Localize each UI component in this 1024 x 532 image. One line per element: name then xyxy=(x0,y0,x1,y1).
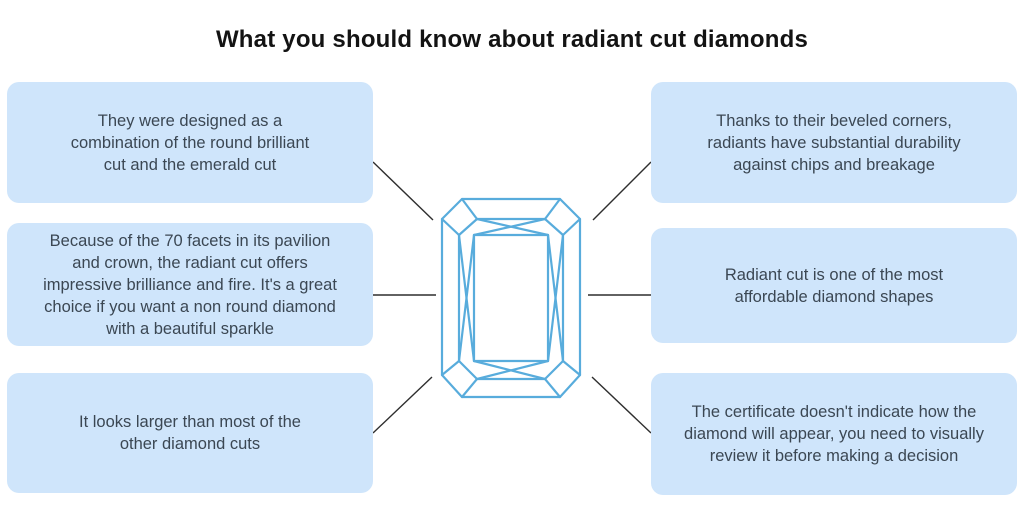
diamond-table xyxy=(472,233,550,363)
connector-line-bottom-left xyxy=(372,376,433,434)
diamond-corner-facet xyxy=(460,197,479,221)
info-box-facets-brilliance: Because of the 70 facets in its pavilion… xyxy=(7,223,373,346)
diamond-corner-facet xyxy=(543,377,562,399)
diamond-corner-facet xyxy=(440,217,461,237)
info-box-text: Thanks to their beveled corners, radiant… xyxy=(707,111,961,174)
diamond-facet-line xyxy=(472,359,547,381)
diamond-facet-line xyxy=(472,217,547,237)
info-box-certificate: The certificate doesn't indicate how the… xyxy=(651,373,1017,495)
info-box-looks-larger: It looks larger than most of the other d… xyxy=(7,373,373,493)
diamond-corner-facet xyxy=(543,197,562,221)
info-box-design-origin: They were designed as a combination of t… xyxy=(7,82,373,203)
connector-line-top-right xyxy=(592,161,652,221)
diamond-corner-facet xyxy=(561,359,582,377)
page-title: What you should know about radiant cut d… xyxy=(215,26,809,53)
info-box-text: It looks larger than most of the other d… xyxy=(79,413,301,453)
info-box-affordable: Radiant cut is one of the most affordabl… xyxy=(651,228,1017,343)
diamond-corner-facet xyxy=(561,217,582,237)
info-box-text: Radiant cut is one of the most affordabl… xyxy=(724,265,944,306)
connector-line-bottom-right xyxy=(591,376,652,434)
connector-line-top-left xyxy=(372,161,434,221)
radiant-diamond-icon xyxy=(440,197,582,399)
info-box-text: Because of the 70 facets in its pavilion… xyxy=(43,231,337,338)
diamond-facet-line xyxy=(546,233,565,363)
info-box-text: The certificate doesn't indicate how the… xyxy=(684,403,984,465)
info-box-text: They were designed as a combination of t… xyxy=(70,111,310,174)
diamond-corner-facet xyxy=(440,359,461,377)
diamond-outer-outline xyxy=(440,197,582,399)
diamond-corner-facet xyxy=(460,377,479,399)
info-box-durability: Thanks to their beveled corners, radiant… xyxy=(651,82,1017,203)
diamond-facet-line xyxy=(457,233,476,363)
